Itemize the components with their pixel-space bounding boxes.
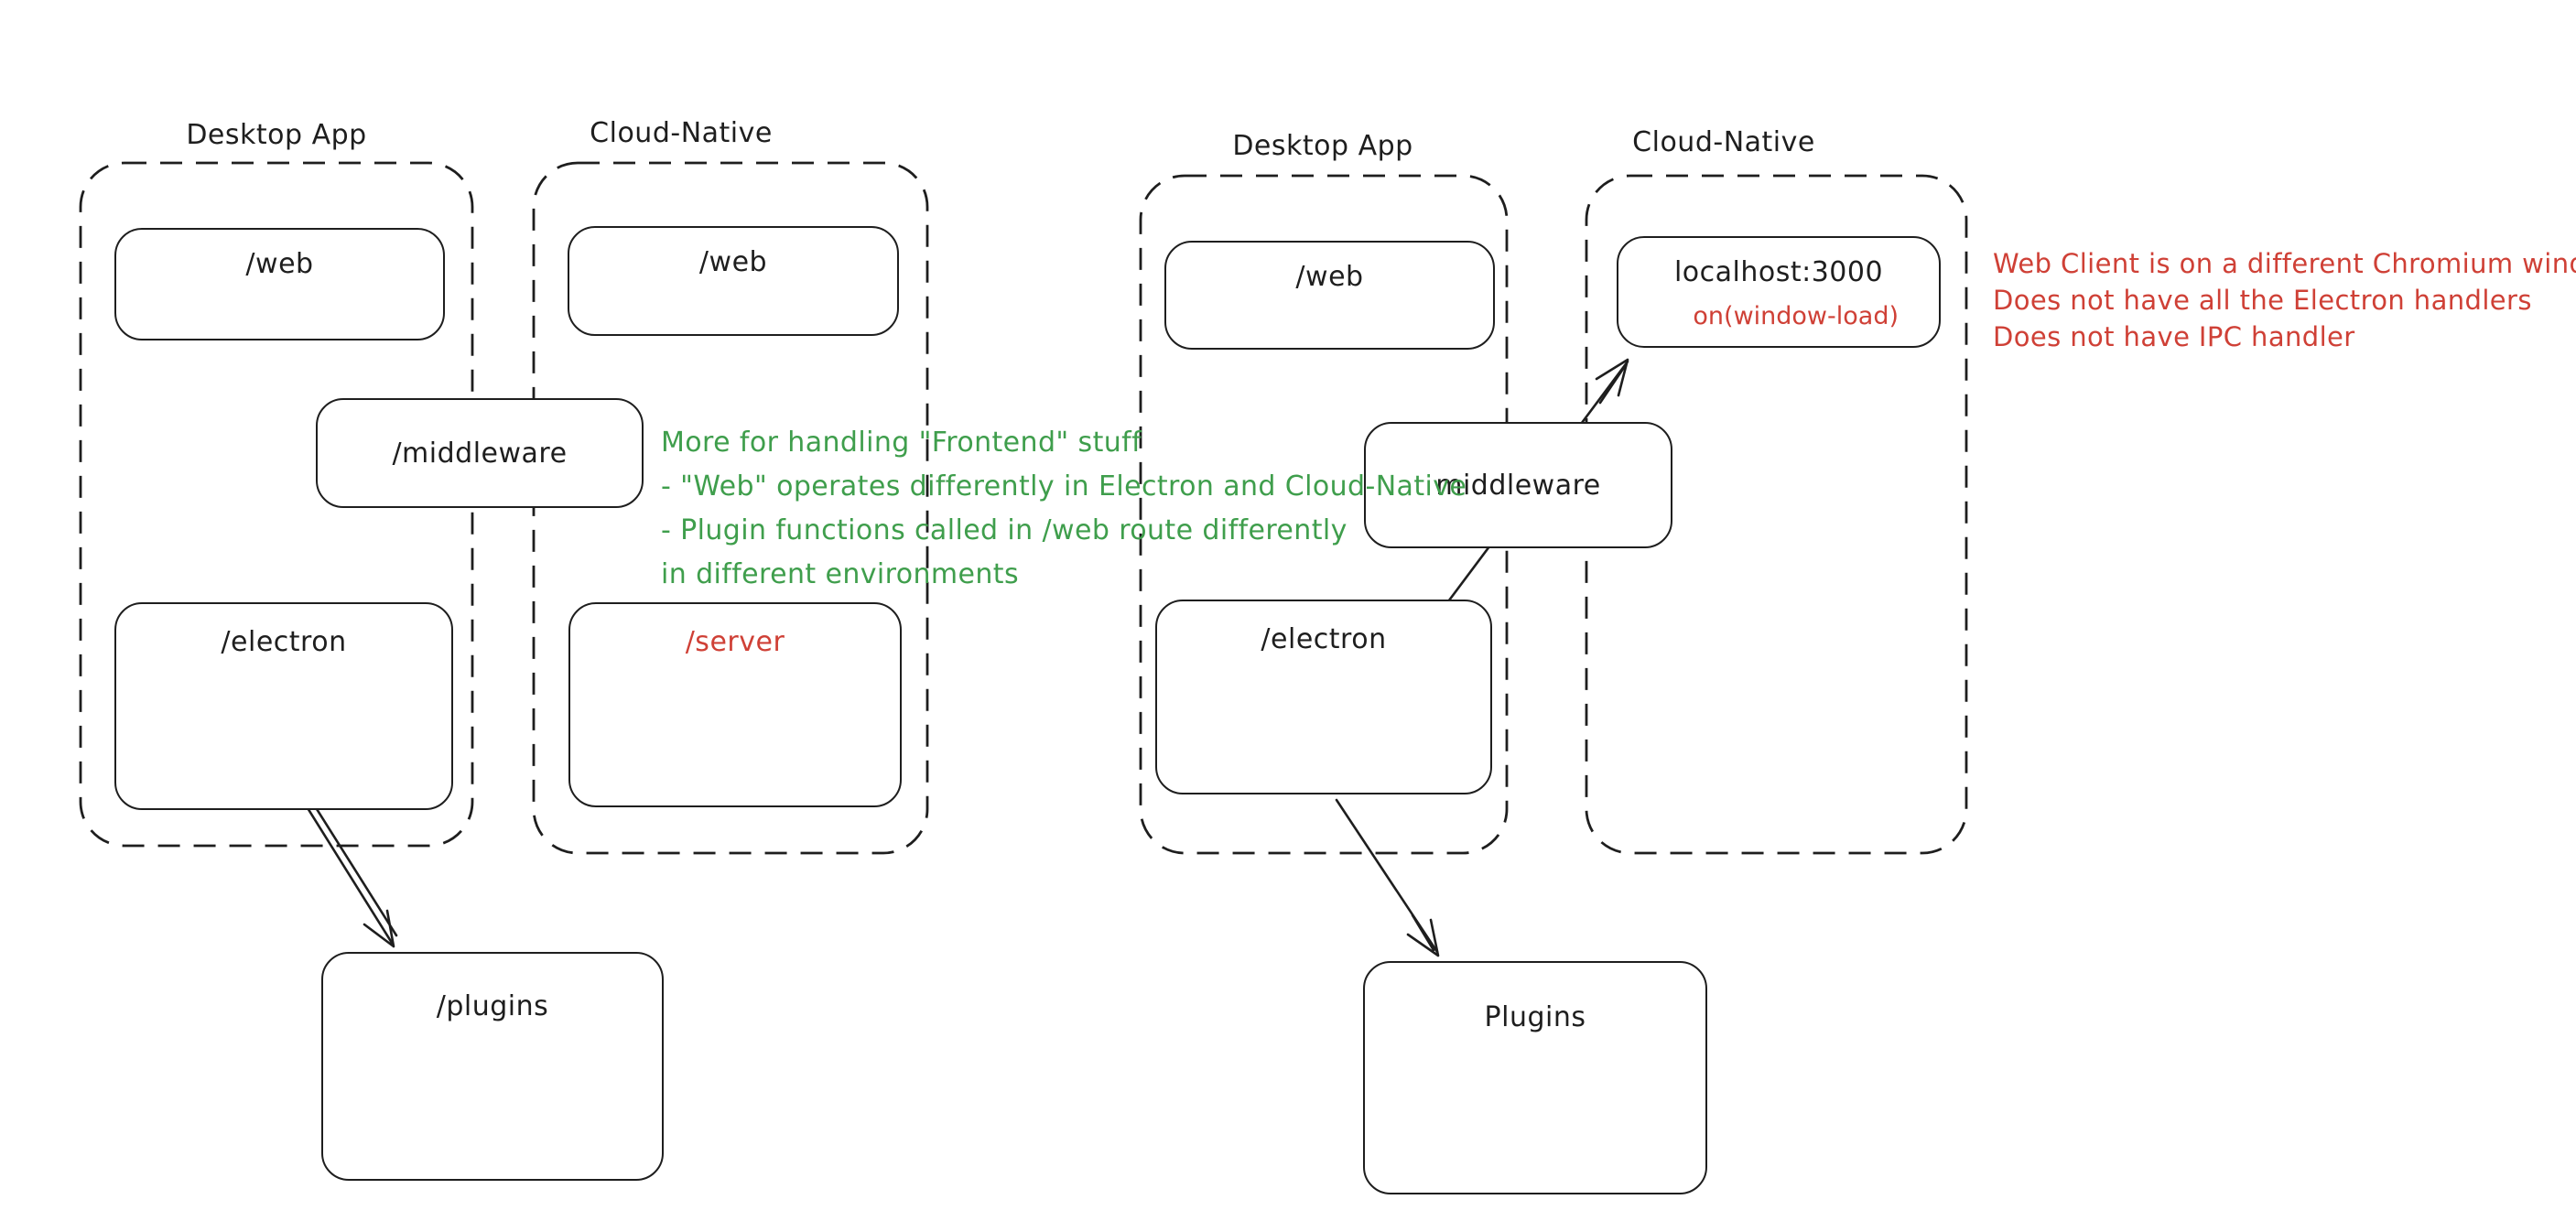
node-middleware-right-label: middleware — [1435, 469, 1601, 502]
node-web-desktop-left[interactable]: /web — [114, 228, 445, 340]
node-web-desktop-left-label: /web — [245, 248, 314, 280]
annotation-red-line-3: Does not have IPC handler — [1993, 321, 2355, 352]
node-web-cloud-left[interactable]: /web — [568, 226, 899, 336]
node-server-left-label: /server — [685, 626, 785, 658]
node-middleware-right[interactable]: middleware — [1364, 422, 1672, 548]
node-localhost-right-label: localhost:3000 — [1673, 256, 1884, 288]
annotation-red-line-2: Does not have all the Electron handlers — [1993, 285, 2532, 316]
annotation-green-frontend-note[interactable]: More for handling "Frontend" stuff - "We… — [661, 421, 1467, 597]
node-web-desktop-right[interactable]: /web — [1164, 241, 1495, 350]
right-cloud-container-label[interactable]: Cloud-Native — [1632, 126, 1815, 158]
node-electron-left[interactable]: /electron — [114, 602, 453, 810]
node-on-window-load-label: on(window-load) — [1693, 302, 1899, 330]
right-cloud-container[interactable] — [1585, 174, 1968, 855]
left-desktop-container-label[interactable]: Desktop App — [186, 119, 367, 151]
node-web-cloud-left-label: /web — [698, 246, 768, 278]
annotation-green-line-4: in different environments — [661, 558, 1019, 590]
arrow-electron-to-plugins-right[interactable] — [1335, 798, 1440, 957]
left-cloud-container-label[interactable]: Cloud-Native — [590, 117, 773, 149]
left-cloud-container[interactable] — [532, 161, 929, 855]
annotation-green-line-3: - Plugin functions called in /web route … — [661, 514, 1348, 546]
node-server-left[interactable]: /server — [568, 602, 902, 807]
node-middleware-left-label: /middleware — [392, 437, 568, 470]
node-plugins-right-label: Plugins — [1484, 1001, 1586, 1033]
node-electron-right-label: /electron — [1261, 623, 1387, 655]
annotation-red-web-client-note[interactable]: Web Client is on a different Chromium wi… — [1993, 245, 2576, 355]
left-desktop-container[interactable] — [79, 161, 474, 848]
node-plugins-left-label: /plugins — [436, 990, 549, 1022]
node-web-desktop-right-label: /web — [1295, 261, 1364, 293]
node-middleware-left[interactable]: /middleware — [316, 398, 644, 508]
arrow-electron-to-plugins-left[interactable] — [303, 800, 398, 948]
annotation-green-line-1: More for handling "Frontend" stuff — [661, 427, 1142, 459]
annotation-green-line-2: - "Web" operates differently in Electron… — [661, 470, 1467, 503]
node-electron-left-label: /electron — [221, 626, 347, 658]
node-plugins-left[interactable]: /plugins — [321, 952, 664, 1181]
node-localhost-right[interactable]: localhost:3000 on(window-load) — [1617, 236, 1941, 348]
annotation-red-line-1: Web Client is on a different Chromium wi… — [1993, 248, 2576, 279]
right-desktop-container[interactable] — [1139, 174, 1509, 855]
right-desktop-container-label[interactable]: Desktop App — [1232, 130, 1413, 162]
node-electron-right[interactable]: /electron — [1155, 600, 1492, 794]
node-plugins-right[interactable]: Plugins — [1363, 961, 1707, 1194]
